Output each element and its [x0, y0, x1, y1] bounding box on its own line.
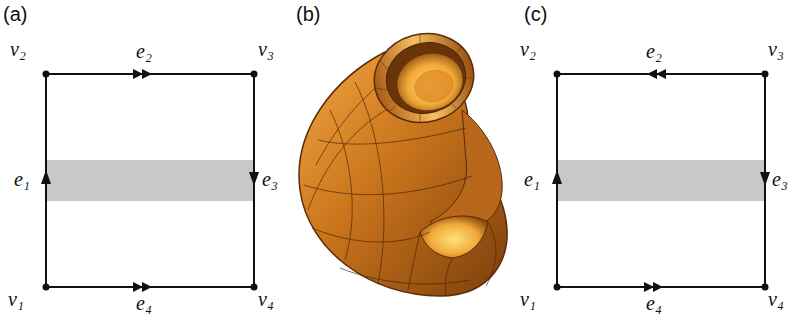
cell-label: v₁	[8, 288, 24, 310]
cell-label: e₂	[646, 40, 662, 62]
cell-label: v₄	[768, 288, 784, 310]
cell-label: e₁	[524, 168, 540, 190]
cell-label: v₂	[10, 38, 26, 60]
cell-label: e₂	[136, 40, 152, 62]
panel-label: (b)	[296, 3, 320, 25]
square-a	[41, 69, 259, 292]
square-c	[552, 69, 770, 292]
cell-label: v₁	[520, 288, 536, 310]
cell-label: v₃	[258, 38, 274, 60]
klein-bottle	[299, 23, 507, 296]
cell-label: v₄	[258, 288, 274, 310]
cell-label: e₁	[14, 168, 30, 190]
cell-label: v₃	[768, 38, 784, 60]
cell-label: e₃	[772, 168, 788, 190]
panel-label: (a)	[3, 3, 27, 25]
cell-label: v₂	[520, 38, 536, 60]
cell-label: e₄	[136, 292, 152, 314]
cell-label: e₄	[646, 292, 662, 314]
cell-label: e₃	[262, 168, 278, 190]
panel-label: (c)	[524, 3, 547, 25]
